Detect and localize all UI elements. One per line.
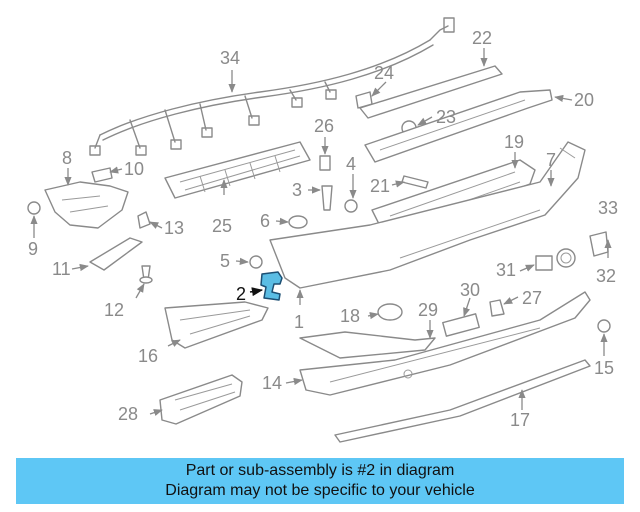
callout-20: 20 [574, 90, 594, 110]
callout-32: 32 [596, 266, 616, 286]
info-banner: Part or sub-assembly is #2 in diagram Di… [16, 458, 624, 504]
callout-10: 10 [124, 159, 144, 179]
clip-10-part[interactable] [91, 167, 113, 183]
callout-23: 23 [436, 107, 456, 127]
lower-bracket-part[interactable] [159, 374, 243, 425]
grommet-6-part[interactable] [288, 215, 308, 229]
callout-28: 28 [118, 404, 138, 424]
callout-31: 31 [496, 260, 516, 280]
retainer-3-part[interactable] [321, 185, 333, 211]
impact-bar-part[interactable] [364, 89, 553, 163]
pin-4-part[interactable] [344, 199, 358, 213]
callout-14: 14 [262, 373, 282, 393]
left-bracket-part[interactable] [44, 181, 129, 229]
callout-7: 7 [546, 150, 556, 170]
callout-8: 8 [62, 148, 72, 168]
callout-19: 19 [504, 132, 524, 152]
callout-12: 12 [104, 300, 124, 320]
callout-33: 33 [598, 198, 618, 218]
banner-line-disclaimer: Diagram may not be specific to your vehi… [165, 482, 475, 499]
callout-24: 24 [374, 63, 394, 83]
callout-11: 11 [52, 259, 71, 279]
bracket-33-part[interactable] [589, 231, 609, 257]
lower-bumper-part[interactable] [299, 291, 591, 396]
callout-9: 9 [28, 239, 38, 259]
bracket-16-part[interactable] [164, 301, 269, 349]
pin-12-part[interactable] [139, 265, 153, 284]
screw-5-part[interactable] [249, 255, 263, 269]
clip-27-part[interactable] [489, 299, 505, 317]
callout-29: 29 [418, 300, 438, 320]
screw-9-part[interactable] [27, 201, 41, 215]
callout-3: 3 [292, 180, 302, 200]
callout-22: 22 [472, 28, 492, 48]
callout-21: 21 [370, 176, 390, 196]
bumper-cover-part[interactable] [269, 141, 586, 289]
callout-4: 4 [346, 154, 356, 174]
callout-18: 18 [340, 306, 360, 326]
lamp-18-part[interactable] [377, 303, 403, 321]
trim-strip-part[interactable] [334, 359, 591, 443]
callout-13: 13 [164, 218, 184, 238]
callout-26: 26 [314, 116, 334, 136]
callout-25: 25 [212, 216, 232, 236]
banner-line-part-number: Part or sub-assembly is #2 in diagram [185, 462, 455, 479]
screw-15-part[interactable] [597, 319, 611, 333]
callout-2: 2 [236, 284, 246, 304]
callout-6: 6 [260, 211, 270, 231]
nut-13-part[interactable] [137, 211, 151, 229]
bracket-11-part[interactable] [89, 237, 143, 271]
wiring-harness-part[interactable] [89, 17, 455, 156]
connector-31-part[interactable] [535, 255, 553, 271]
callout-17: 17 [510, 410, 530, 430]
parts-diagram: 1 2 3 4 5 6 7 8 9 10 11 12 13 14 15 16 1… [27, 17, 618, 443]
reflector-29-part[interactable] [299, 331, 436, 359]
upper-reinforcement-part[interactable] [359, 65, 503, 119]
license-lamp-30-part[interactable] [442, 313, 480, 337]
callout-34: 34 [220, 48, 240, 68]
clip-2-highlighted-part[interactable] [260, 271, 283, 301]
callout-5: 5 [220, 251, 230, 271]
callout-15: 15 [594, 358, 614, 378]
callout-1: 1 [294, 312, 304, 332]
sensor-ring-32-part[interactable] [556, 248, 576, 268]
callout-30: 30 [460, 280, 480, 300]
bolt-21-part[interactable] [401, 175, 429, 189]
stud-26-part[interactable] [319, 155, 331, 171]
callout-16: 16 [138, 346, 158, 366]
energy-absorber-part[interactable] [164, 141, 311, 199]
callout-27: 27 [522, 288, 542, 308]
